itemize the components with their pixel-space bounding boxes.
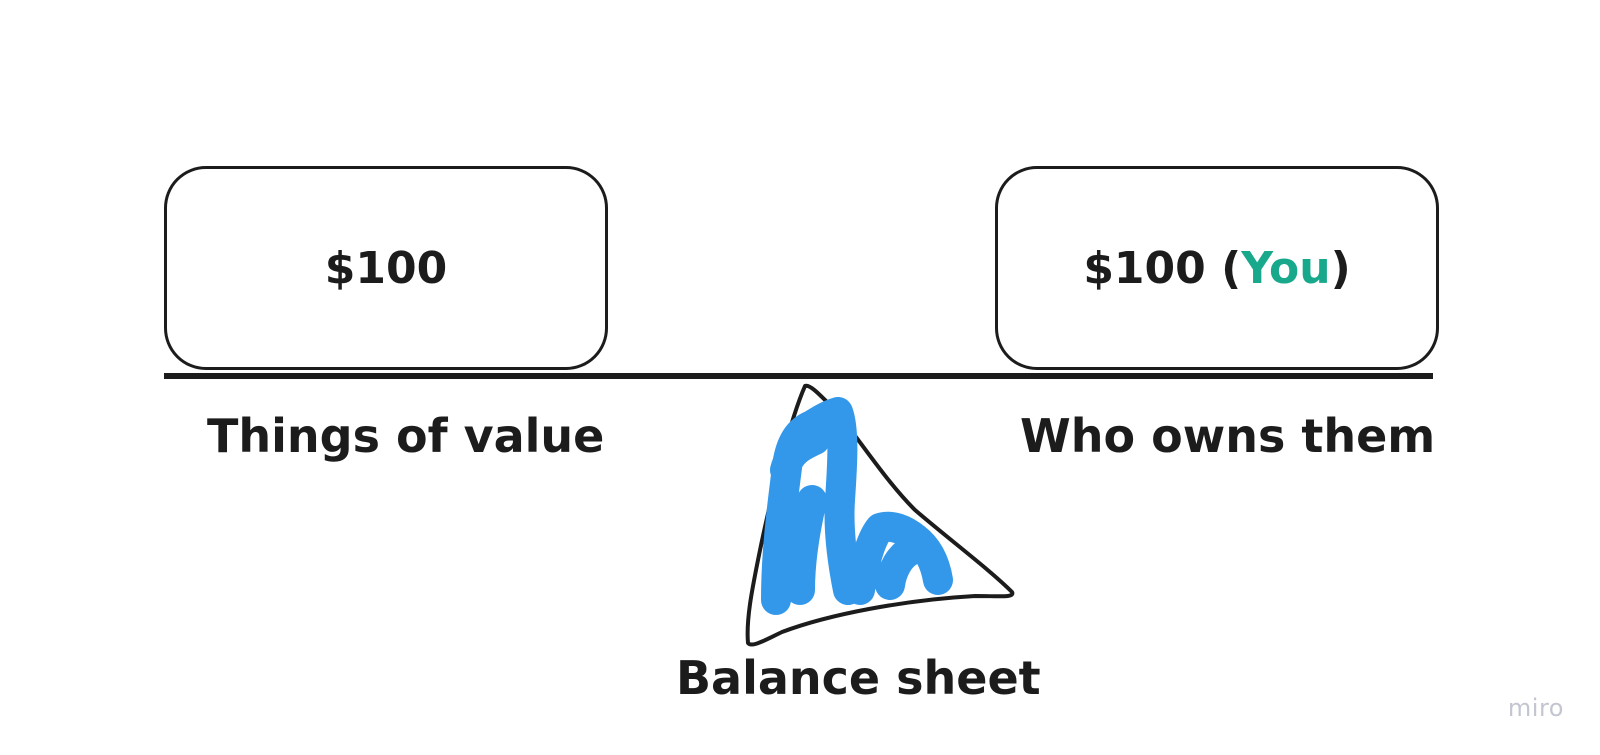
diagram-caption: Balance sheet — [676, 651, 1041, 705]
ownership-close: ) — [1330, 242, 1351, 294]
assets-value: $100 — [324, 242, 448, 294]
assets-label: Things of value — [207, 409, 605, 463]
ownership-owner: You — [1241, 242, 1331, 294]
balance-beam — [164, 373, 1433, 379]
fulcrum-outline — [745, 383, 1015, 647]
miro-watermark: miro — [1507, 694, 1564, 722]
ownership-amount: $100 ( — [1083, 242, 1242, 294]
assets-box: $100 — [164, 166, 608, 370]
ownership-label: Who owns them — [1020, 409, 1436, 463]
ownership-box: $100 (You) — [995, 166, 1439, 370]
fulcrum-scribble — [761, 397, 953, 615]
ownership-value: $100 (You) — [1083, 243, 1350, 294]
